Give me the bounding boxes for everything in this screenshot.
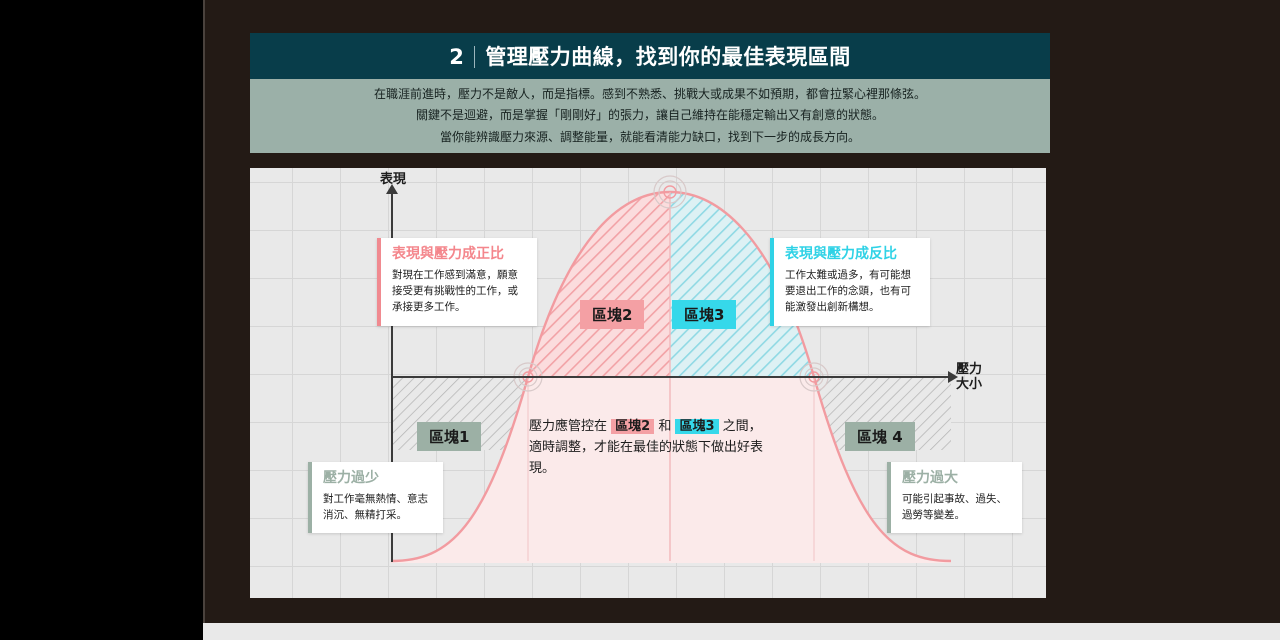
x-axis-label-line1: 壓力 — [956, 362, 983, 377]
subtitle-line-2: 關鍵不是迴避，而是掌握「剛剛好」的張力，讓自己維持在能穩定輸出又有創意的狀態。 — [415, 108, 884, 123]
card-positive-correlation: 表現與壓力成正比 對現在工作感到滿意，願意接受更有挑戰性的工作，或承接更多工作。 — [377, 238, 537, 326]
y-axis-arrow — [386, 184, 398, 194]
title-divider — [474, 46, 476, 68]
subtitle-line-1: 在職涯前進時，壓力不是敵人，而是指標。感到不熟悉、挑戰大或成果不如預期，都會拉緊… — [373, 86, 926, 101]
slide-title-bar: 2 管理壓力曲線，找到你的最佳表現區間 — [250, 33, 1050, 79]
title-main: 管理壓力曲線，找到你的最佳表現區間 — [485, 45, 851, 69]
stress-curve-graphic — [390, 175, 952, 563]
card-negative-title: 表現與壓力成反比 — [785, 246, 897, 262]
title-number: 2 — [449, 45, 465, 69]
zone-chip-1: 區塊1 — [417, 422, 482, 451]
card-high-stress: 壓力過大 可能引起事故、過失、過勞等變差。 — [887, 462, 1022, 534]
card-low-stress-title: 壓力過少 — [323, 470, 379, 486]
card-high-stress-body: 可能引起事故、過失、過勞等變差。 — [902, 492, 1007, 522]
x-axis-arrow — [948, 371, 958, 383]
mid-note-tag-zone3: 區塊3 — [675, 419, 719, 434]
mid-note-part1: 壓力應管控在 — [529, 419, 612, 434]
zone-chip-2: 區塊2 — [580, 300, 645, 329]
card-positive-title: 表現與壓力成正比 — [392, 246, 504, 262]
zone-chip-4: 區塊 4 — [845, 422, 915, 451]
zone-chip-3: 區塊3 — [672, 300, 737, 329]
mid-note-part2: 和 — [654, 419, 676, 434]
x-axis-label: 壓力 大小 — [956, 362, 983, 393]
optimal-zone-note: 壓力應管控在 區塊2 和 區塊3 之間，適時調整，才能在最佳的狀態下做出好表現。 — [529, 416, 774, 479]
card-low-stress-body: 對工作毫無熱情、意志消沉、無精打采。 — [323, 492, 428, 522]
slide-canvas: 2 管理壓力曲線，找到你的最佳表現區間 在職涯前進時，壓力不是敵人，而是指標。感到… — [203, 0, 1280, 623]
page-title: 2 管理壓力曲線，找到你的最佳表現區間 — [449, 41, 851, 71]
mid-note-tag-zone2: 區塊2 — [611, 419, 655, 434]
card-low-stress: 壓力過少 對工作毫無熱情、意志消沉、無精打采。 — [308, 462, 443, 534]
mid-note-part3: 之間，適時調整，才能在最佳的狀態下做出好表現。 — [529, 419, 764, 477]
x-axis-label-line2: 大小 — [956, 376, 983, 392]
card-high-stress-title: 壓力過大 — [902, 470, 958, 486]
marker-peak — [653, 175, 687, 209]
y-axis-label: 表現 — [380, 172, 407, 187]
slide-subtitle-bar: 在職涯前進時，壓力不是敵人，而是指標。感到不熟悉、挑戰大或成果不如預期，都會拉緊… — [250, 79, 1050, 153]
subtitle-line-3: 當你能辨識壓力來源、調整能量，就能看清能力缺口，找到下一步的成長方向。 — [439, 129, 860, 144]
x-axis-line — [391, 376, 951, 378]
card-positive-body: 對現在工作感到滿意，願意接受更有挑戰性的工作，或承接更多工作。 — [392, 268, 518, 314]
card-negative-correlation: 表現與壓力成反比 工作太難或過多，有可能想要退出工作的念頭，也有可能激發出創新構… — [770, 238, 930, 326]
stress-performance-chart: 表現 壓力 大小 區塊1 區塊2 區塊3 區塊 4 表現與壓力成正比 對現在工作… — [250, 168, 1046, 598]
card-negative-body: 工作太難或過多，有可能想要退出工作的念頭，也有可能激發出創新構想。 — [785, 268, 911, 314]
curve-fill-lower — [391, 377, 951, 563]
